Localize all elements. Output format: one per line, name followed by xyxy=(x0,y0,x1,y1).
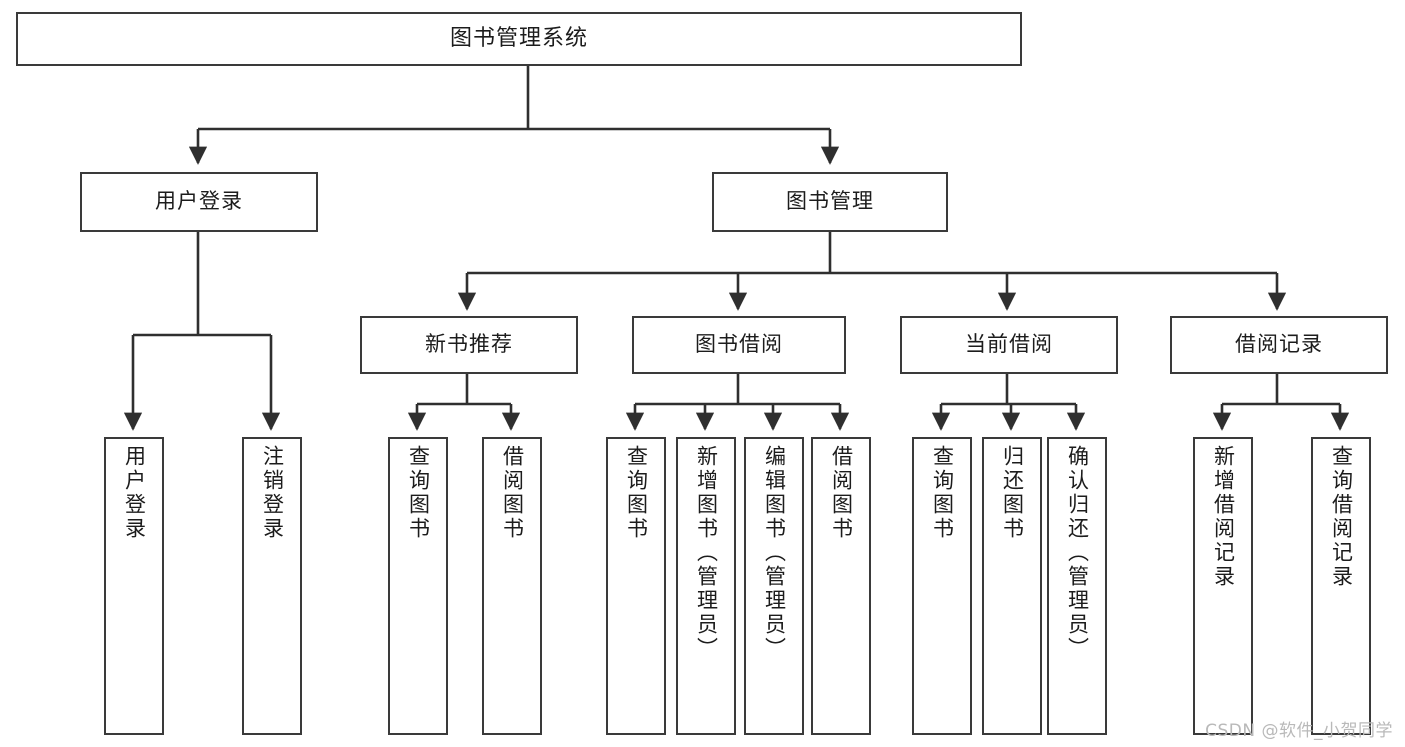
leaf-label: 用户登录 xyxy=(122,445,147,541)
leaf-label: 归还图书 xyxy=(1000,445,1025,541)
watermark: CSDN @软件_小贺同学 xyxy=(1205,721,1393,741)
leaf-label: 查询图书 xyxy=(624,445,649,541)
leaf-label: 确认归还（管理员） xyxy=(1065,445,1090,661)
leaf-label: 借阅图书 xyxy=(500,445,525,541)
leaf-label: 查询借阅记录 xyxy=(1329,445,1354,589)
node-borrow-record[interactable]: 借阅记录 xyxy=(1170,316,1388,374)
node-book-manage[interactable]: 图书管理 xyxy=(712,172,948,232)
node-book-borrow[interactable]: 图书借阅 xyxy=(632,316,846,374)
leaf-label: 注销登录 xyxy=(260,445,285,541)
node-new-book-recommend[interactable]: 新书推荐 xyxy=(360,316,578,374)
leaf-user-login[interactable]: 用户登录 xyxy=(104,437,164,735)
node-user-login[interactable]: 用户登录 xyxy=(80,172,318,232)
leaf-query-book-3[interactable]: 查询图书 xyxy=(912,437,972,735)
leaf-borrow-book-1[interactable]: 借阅图书 xyxy=(482,437,542,735)
leaf-label: 查询图书 xyxy=(930,445,955,541)
leaf-label: 借阅图书 xyxy=(829,445,854,541)
leaf-label: 新增图书（管理员） xyxy=(694,445,719,661)
leaf-query-book-2[interactable]: 查询图书 xyxy=(606,437,666,735)
leaf-query-book-1[interactable]: 查询图书 xyxy=(388,437,448,735)
leaf-label: 新增借阅记录 xyxy=(1211,445,1236,589)
node-root[interactable]: 图书管理系统 xyxy=(16,12,1022,66)
leaf-return-book[interactable]: 归还图书 xyxy=(982,437,1042,735)
leaf-confirm-return[interactable]: 确认归还（管理员） xyxy=(1047,437,1107,735)
node-current-borrow[interactable]: 当前借阅 xyxy=(900,316,1118,374)
leaf-logout-login[interactable]: 注销登录 xyxy=(242,437,302,735)
leaf-borrow-book-2[interactable]: 借阅图书 xyxy=(811,437,871,735)
leaf-label: 查询图书 xyxy=(406,445,431,541)
leaf-edit-book[interactable]: 编辑图书（管理员） xyxy=(744,437,804,735)
leaf-label: 编辑图书（管理员） xyxy=(762,445,787,661)
leaf-query-record[interactable]: 查询借阅记录 xyxy=(1311,437,1371,735)
leaf-add-book[interactable]: 新增图书（管理员） xyxy=(676,437,736,735)
leaf-add-record[interactable]: 新增借阅记录 xyxy=(1193,437,1253,735)
